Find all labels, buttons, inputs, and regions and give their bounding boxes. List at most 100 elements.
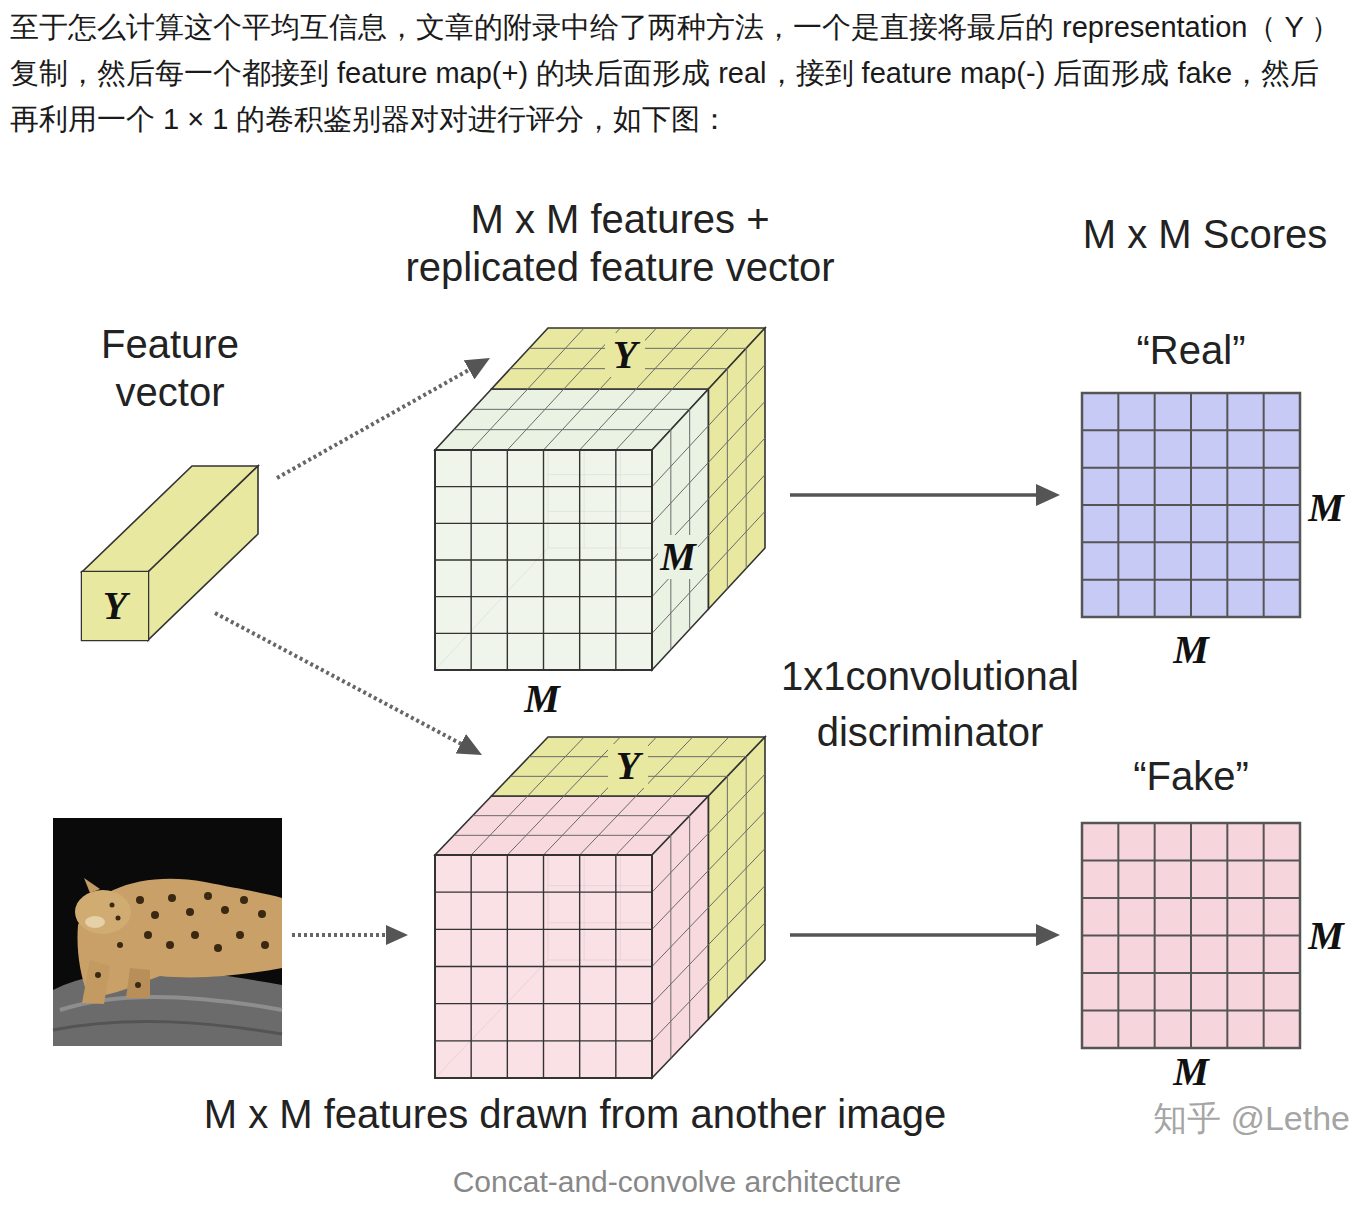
cube-front <box>435 855 652 1078</box>
cube-grid-line <box>615 855 616 1078</box>
cube-grid-line <box>473 815 690 816</box>
cube-grid-line <box>652 923 765 1041</box>
dimension-symbol: Y <box>82 572 148 640</box>
cube-grid-line <box>507 737 620 855</box>
node-heading: Feature vector <box>70 320 270 416</box>
score-grid: M x M Scores “Real” M M <box>1060 210 1350 672</box>
spot <box>135 982 141 988</box>
intro-paragraph: 至于怎么计算这个平均互信息，文章的附录中给了两种方法，一个是直接将最后的 rep… <box>10 4 1346 142</box>
score-grid-line <box>1263 393 1265 617</box>
node-outline <box>1060 210 1350 672</box>
photo-leopard-spots <box>95 892 269 988</box>
node-outline <box>1060 750 1350 1096</box>
cube-grid-line <box>580 328 693 450</box>
cube-grid-line <box>471 737 584 855</box>
photo-log-grain <box>53 1021 282 1034</box>
score-grid-line <box>1082 972 1300 974</box>
feature-cube: M x M features + replicated feature vect… <box>340 195 900 730</box>
connectors <box>215 362 1052 935</box>
cube-grid-line <box>435 596 652 597</box>
feature-vector: Feature vectorY <box>70 320 270 650</box>
score-grid-fill <box>1082 393 1300 617</box>
score-grid-line <box>1082 541 1300 543</box>
cube-grid-line <box>580 737 693 855</box>
cube-grid-line <box>544 737 657 855</box>
cube-grid-line <box>670 835 671 1058</box>
spot <box>236 931 244 939</box>
spot <box>144 931 152 939</box>
node-heading: M x M features drawn from another image <box>150 1090 1000 1138</box>
spot <box>116 916 121 921</box>
cube-grid-line <box>652 511 765 633</box>
score-grid-line <box>1082 935 1300 937</box>
node-outline <box>150 730 1000 1142</box>
cube-grid-line <box>435 1040 652 1041</box>
photo-leopard-muzzle <box>85 916 105 928</box>
photo-leopard-ear <box>84 878 100 893</box>
dimension-symbol: M <box>658 535 698 579</box>
cube-grid-line <box>746 757 747 980</box>
spot <box>240 896 248 904</box>
cube-front <box>435 450 652 670</box>
watermark: 知乎 @Lethe <box>1118 1098 1350 1138</box>
dimension-symbol: Y <box>608 744 648 788</box>
score-grid-line <box>1082 579 1300 581</box>
cube-grid-line <box>435 559 652 560</box>
dimension-symbol: M <box>1306 486 1346 530</box>
cube-grid-line <box>544 328 657 450</box>
cube-grid-line <box>689 816 690 1039</box>
prism-side <box>148 466 258 640</box>
photo-leopard-leg <box>82 960 110 1004</box>
cube-grid-line <box>435 633 652 634</box>
node-heading: “Fake” <box>1060 752 1322 800</box>
cube-grid-line <box>435 1003 652 1004</box>
cube-grid-line <box>652 401 765 523</box>
dimension-symbol: M <box>522 677 562 721</box>
score-grid-line <box>1226 393 1228 617</box>
cube-grid-line <box>473 409 690 410</box>
cube-grid-line <box>652 774 765 892</box>
leopard-photo <box>53 818 282 1046</box>
node-heading: M x M features + replicated feature vect… <box>384 195 856 291</box>
cube-grid-line <box>727 369 728 589</box>
arrow <box>790 493 1052 497</box>
spot <box>186 908 194 916</box>
cube-grid-line <box>435 966 652 967</box>
score-grid: “Fake”MM <box>1060 750 1350 1096</box>
photo-leopard-head <box>75 890 131 934</box>
figure-caption: Concat-and-convolve architecture <box>0 1164 1354 1200</box>
score-grid-fill <box>1082 823 1300 1048</box>
cube-grid-line <box>615 450 616 670</box>
spot <box>117 942 123 948</box>
spot <box>136 896 144 904</box>
score-grid-line <box>1082 504 1300 506</box>
dimension-symbol: M <box>1171 628 1211 672</box>
score-grid-line <box>1263 823 1265 1048</box>
spot <box>151 911 159 919</box>
cube-grid-line <box>579 855 580 1078</box>
arrow <box>790 933 1052 937</box>
spot <box>214 944 222 952</box>
feature-cube: Y M x M features drawn from another image <box>150 730 1000 1142</box>
photo-background <box>53 818 282 1046</box>
spot <box>221 906 229 914</box>
score-grid-line <box>1226 823 1228 1048</box>
node-heading: “Real” <box>1060 326 1322 374</box>
score-grid-line <box>1082 1010 1300 1012</box>
spot <box>258 910 266 918</box>
cube-grid-line <box>579 450 580 670</box>
spot <box>110 903 115 908</box>
cube-grid-line <box>746 348 747 568</box>
dotted-arrow <box>292 933 400 937</box>
cube-grid-line <box>454 429 671 430</box>
node-heading: M x M Scores <box>1060 210 1350 258</box>
cube-grid-line <box>652 365 765 487</box>
cube-grid-line <box>652 475 765 597</box>
cube-grid-line <box>507 328 620 450</box>
spot <box>204 892 212 900</box>
dimension-symbol: M <box>1306 914 1346 958</box>
discriminator-label: 1x1convolutional discriminator <box>760 648 1100 760</box>
cube-grid-line <box>652 811 765 929</box>
cube-grid-line <box>652 886 765 1004</box>
